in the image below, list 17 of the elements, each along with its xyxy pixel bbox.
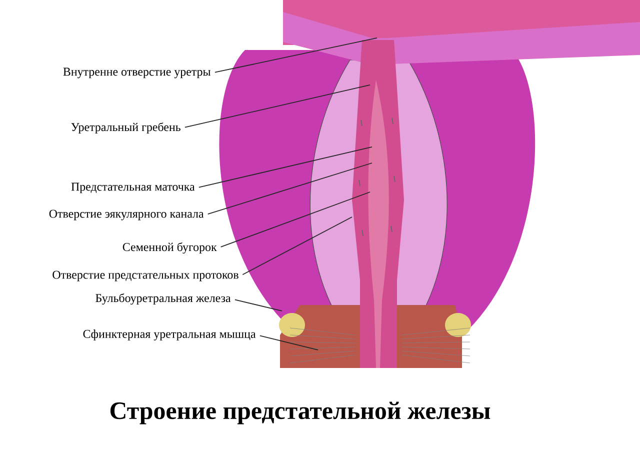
label: Предстательная маточка: [71, 182, 195, 194]
title: Строение предстательной железы: [110, 402, 490, 424]
leader-line: [234, 299, 282, 312]
leader-line: [184, 84, 370, 128]
label: Семенной бугорок: [122, 242, 217, 254]
leader-line: [207, 162, 372, 215]
leader-line: [242, 216, 352, 276]
leader-line: [214, 38, 378, 73]
leader-line: [220, 192, 370, 248]
label: Отверстие эякулярного канала: [49, 210, 204, 220]
leader-line: [198, 146, 372, 188]
label: Бульбоуретральная железа: [96, 293, 231, 305]
label: Внутренне отверстие уретры: [63, 68, 211, 78]
label: Отверстие предстательных протоков: [52, 270, 238, 282]
label: Уретральный гребень: [71, 122, 180, 134]
label: Сфинктерная уретральная мышца: [83, 330, 256, 340]
leader-line: [259, 335, 318, 350]
